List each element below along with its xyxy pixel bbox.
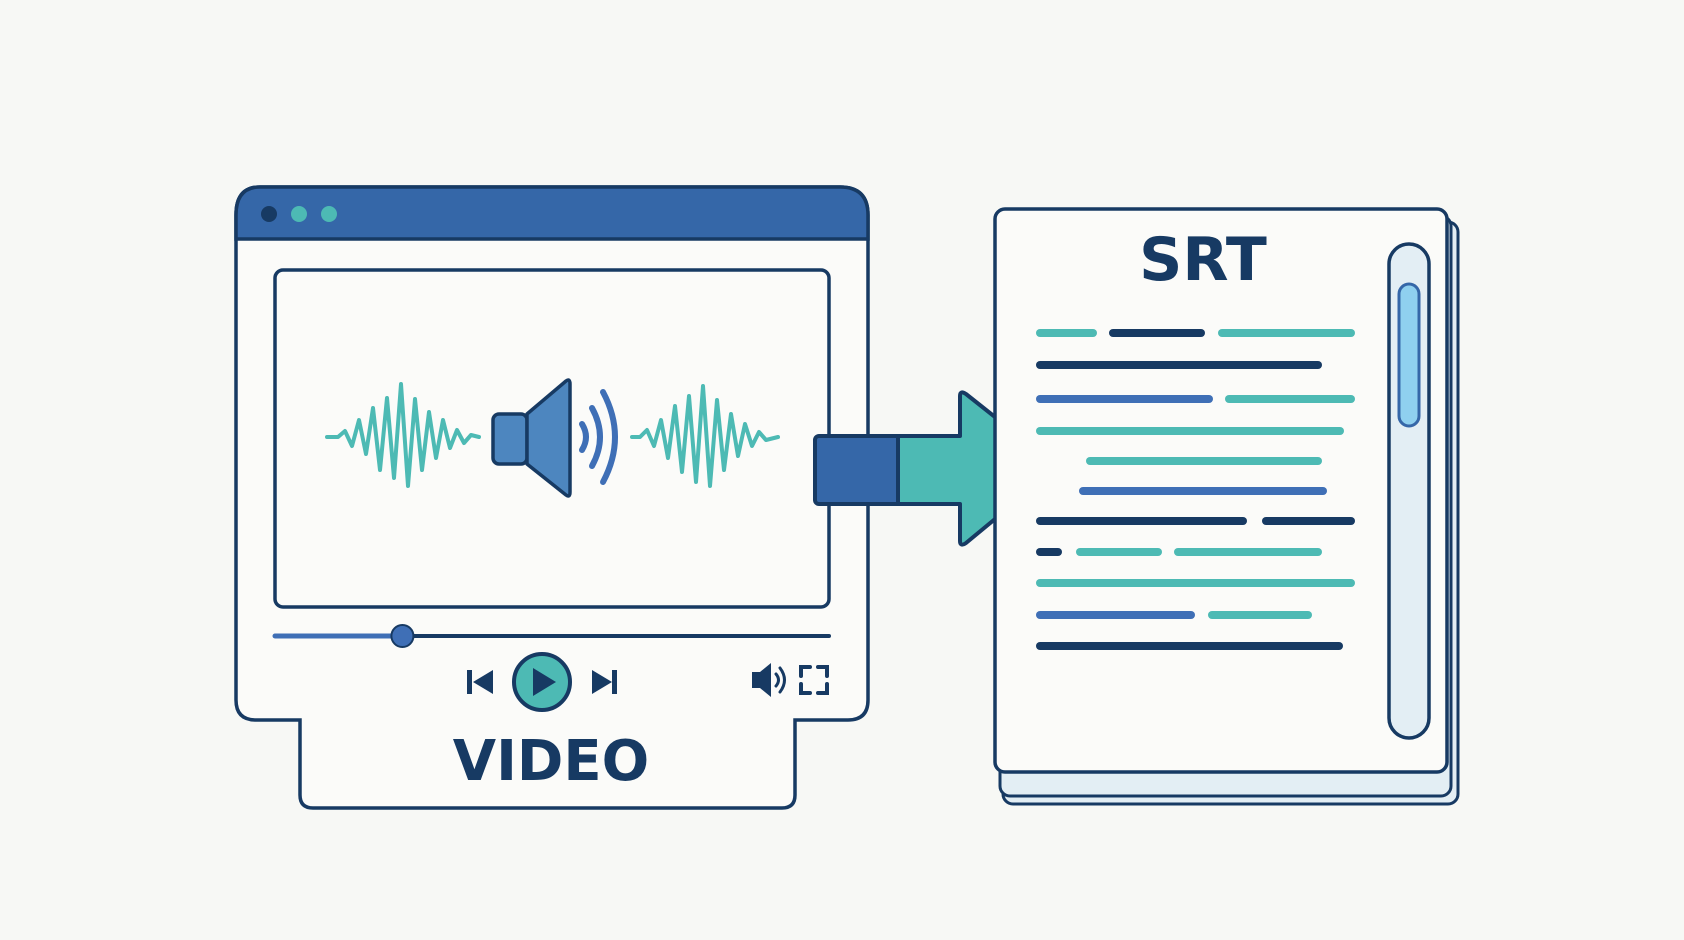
video-progress-bar[interactable]	[272, 624, 831, 648]
play-button[interactable]	[512, 652, 572, 712]
progress-knob[interactable]	[390, 624, 415, 648]
right-sound-wave	[630, 384, 780, 488]
speaker-icon	[491, 378, 618, 498]
window-dots-icon[interactable]	[261, 206, 337, 222]
play-icon	[533, 668, 556, 696]
document-scrollbar[interactable]	[1387, 242, 1431, 740]
skip-previous-icon[interactable]	[467, 670, 493, 694]
video-label: VIDEO	[453, 729, 650, 794]
video-player-window: VIDEO	[234, 185, 870, 810]
right-arrow-icon	[813, 390, 1060, 547]
subtitle-lines	[1036, 329, 1355, 650]
arrow-tail-dark	[813, 434, 905, 506]
left-sound-wave	[325, 382, 481, 488]
skip-next-icon[interactable]	[592, 670, 617, 694]
srt-label: SRT	[1139, 225, 1267, 295]
sound-wave-icon	[325, 382, 780, 488]
volume-icon[interactable]	[752, 663, 786, 697]
fullscreen-icon[interactable]	[799, 665, 829, 695]
window-title-bar	[234, 185, 870, 241]
scrollbar-thumb[interactable]	[1397, 282, 1421, 428]
srt-document: SRT	[993, 207, 1460, 806]
